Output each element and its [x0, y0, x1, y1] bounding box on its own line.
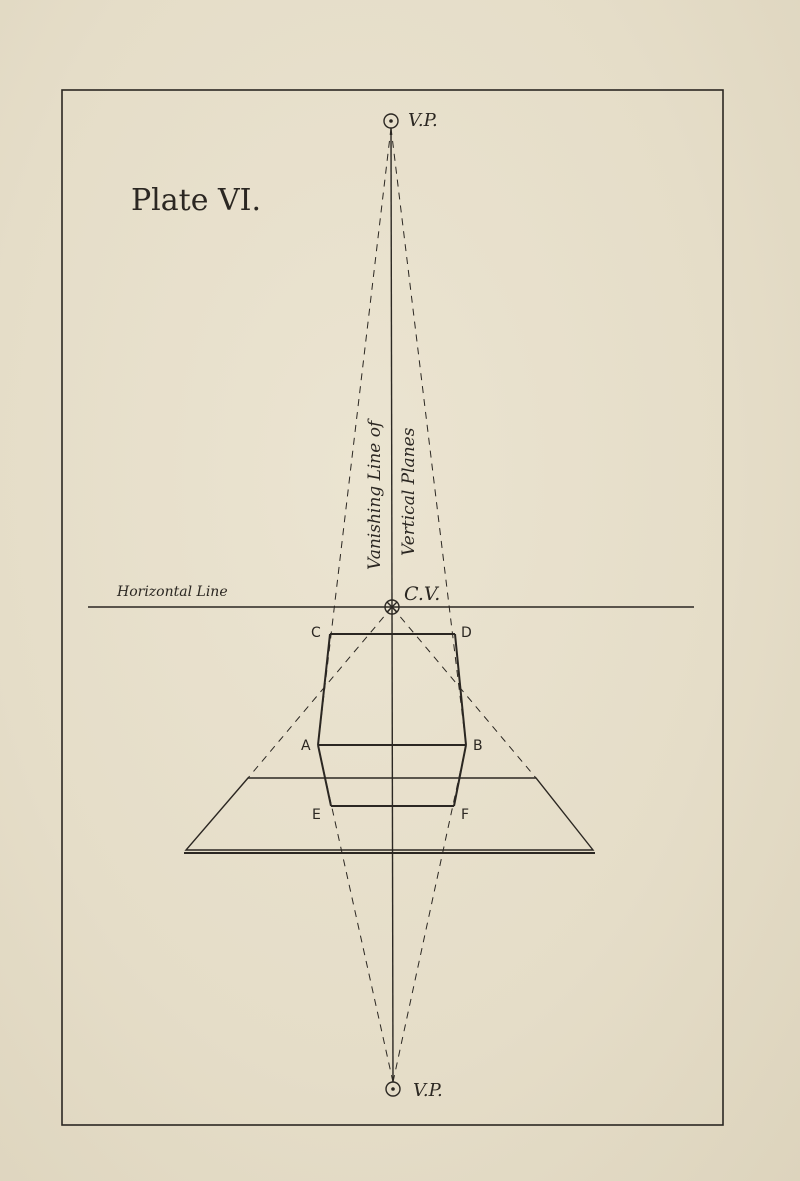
vp-top-dot — [389, 119, 393, 123]
point-label-b: B — [473, 738, 483, 754]
vp-bottom-label: V.P. — [413, 1080, 443, 1101]
dash-cv-to-left-plane — [247, 606, 393, 779]
ground-plane — [184, 777, 595, 851]
edge-b-f — [453, 744, 467, 807]
point-label-c: C — [311, 625, 321, 641]
vanishing-line-label-2: Vertical Planes — [399, 427, 419, 556]
cv-label: C.V. — [404, 583, 440, 605]
point-label-e: E — [312, 807, 321, 823]
vp-top-label: V.P. — [408, 110, 438, 131]
horizontal-line-label: Horizontal Line — [116, 584, 228, 600]
vanishing-line-label-1: Vanishing Line of — [365, 418, 385, 570]
edge-d-b — [454, 633, 467, 746]
point-label-a: A — [301, 738, 311, 754]
point-label-d: D — [461, 625, 472, 641]
point-label-f: F — [461, 807, 469, 823]
dash-vp-bottom-to-b — [392, 744, 467, 1083]
edge-c-a — [317, 633, 331, 746]
vanishing-line-vertical — [390, 127, 394, 1083]
edge-a-e — [317, 744, 332, 807]
plate-border — [61, 89, 724, 1126]
cv-marker — [384, 599, 400, 615]
dash-cv-to-right-plane — [391, 606, 537, 779]
vp-bottom-dot — [391, 1087, 395, 1091]
plate-title: Plate VI. — [131, 183, 261, 218]
